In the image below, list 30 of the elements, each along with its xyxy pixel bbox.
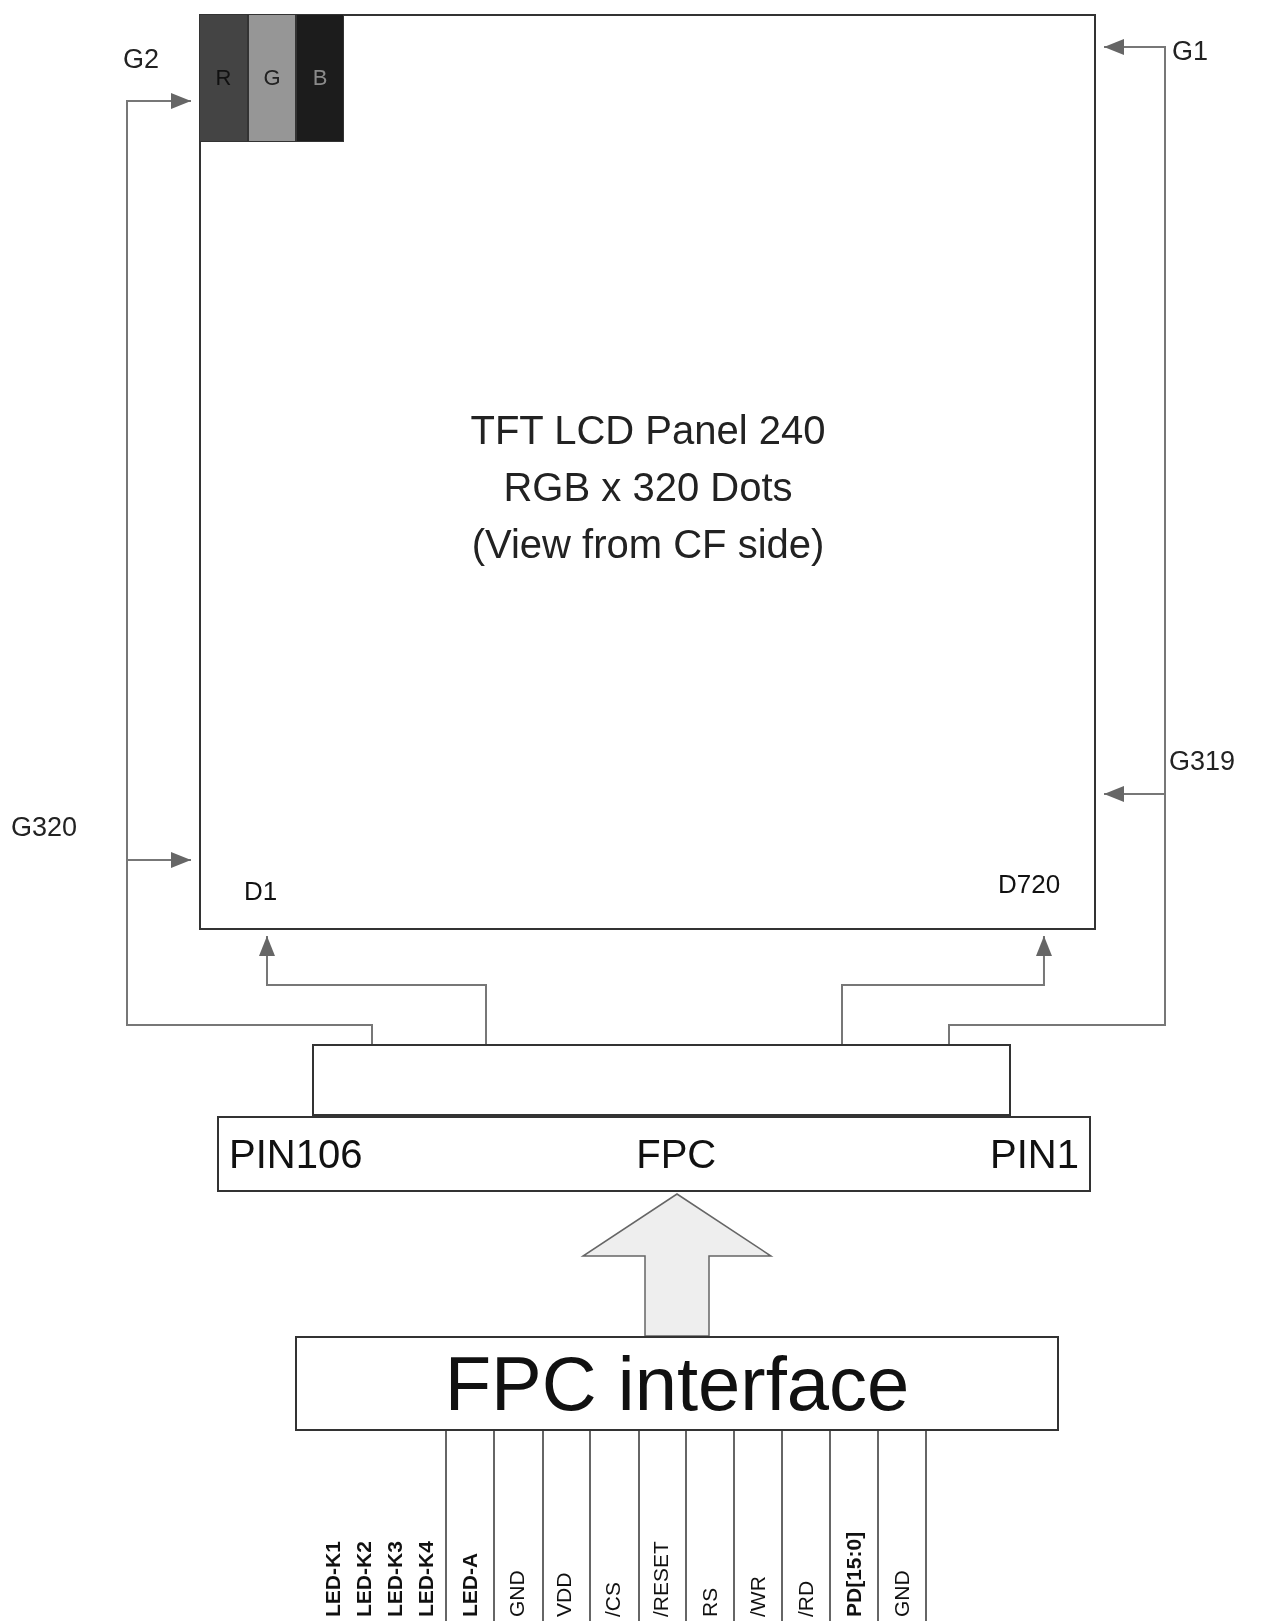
signal-name: /CS [601,1582,625,1617]
pixel-cell [199,14,248,142]
panel-title: TFT LCD Panel 240 RGB x 320 Dots (View from CF side) [469,407,827,568]
signal-name: RS [698,1587,722,1617]
pixel-cell [248,14,296,142]
column-label: D720 [998,869,1061,900]
interface-title: FPC interface [444,1345,910,1422]
signal-name: PD[15:0] [842,1531,866,1617]
channel-letter: G [263,65,281,91]
connector-box [217,1116,1091,1192]
signal-name: /WR [746,1576,770,1617]
driver-chip-box [312,1044,1011,1116]
connector-name: FPC [636,1131,717,1177]
signal-name: LED-A [458,1552,482,1617]
signal-name: /RD [794,1580,818,1617]
signal-name: LED-K4 [414,1541,438,1617]
channel-letter: B [312,65,328,91]
panel-box [199,14,1096,930]
signal-name: LED-K3 [383,1541,407,1617]
signal-name: VDD [552,1572,576,1617]
signal-name: LED-K2 [352,1541,376,1617]
pin-label: PIN1 [990,1131,1079,1177]
pixel-cell [296,14,344,142]
signal-name: /RESET [649,1541,673,1617]
signal-name: LED-K1 [321,1541,345,1617]
interface-box [295,1336,1059,1431]
signal-name: GND [890,1570,914,1617]
column-label: D1 [244,876,278,907]
pin-label: PIN106 [229,1131,363,1177]
signal-name: GND [505,1570,529,1617]
